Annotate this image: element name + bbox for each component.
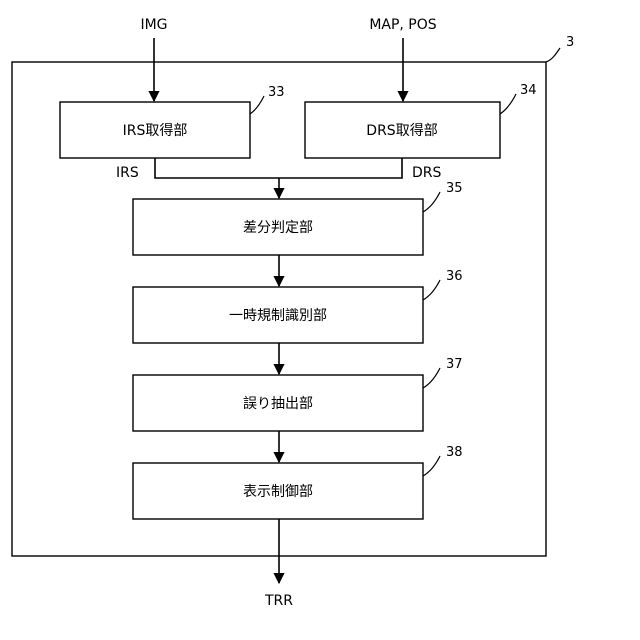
device-ref-leader xyxy=(546,48,560,62)
display-control-ref-label: 38 xyxy=(446,445,463,460)
error-extraction-ref-label: 37 xyxy=(446,357,463,372)
signal-drs-label: DRS xyxy=(412,165,442,181)
irs-acquisition-ref-leader xyxy=(250,96,264,114)
drs-acquisition-ref-label: 34 xyxy=(520,83,537,98)
error-extraction-ref-leader xyxy=(423,368,440,388)
difference-judgment-ref-label: 35 xyxy=(446,181,463,196)
difference-judgment-ref-leader xyxy=(423,192,440,212)
display-control-label: 表示制御部 xyxy=(243,484,313,500)
temporary-regulation-ref-leader xyxy=(423,280,440,300)
input-map-pos-label: MAP, POS xyxy=(369,17,436,33)
temporary-regulation-ref-label: 36 xyxy=(446,269,463,284)
device-ref-label: 3 xyxy=(566,35,574,50)
signal-irs-label: IRS xyxy=(116,165,139,181)
temporary-regulation-label: 一時規制識別部 xyxy=(229,308,327,324)
drs-acquisition-ref-leader xyxy=(500,94,516,114)
drs-acquisition-label: DRS取得部 xyxy=(366,122,437,139)
irs-drs-merge-line xyxy=(155,158,402,178)
error-extraction-label: 誤り抽出部 xyxy=(243,396,313,412)
irs-acquisition-label: IRS取得部 xyxy=(123,122,188,139)
irs-acquisition-ref-label: 33 xyxy=(268,85,285,100)
input-img-label: IMG xyxy=(140,17,167,33)
difference-judgment-label: 差分判定部 xyxy=(243,220,313,236)
output-trr-label: TRR xyxy=(264,593,293,609)
display-control-ref-leader xyxy=(423,456,440,476)
